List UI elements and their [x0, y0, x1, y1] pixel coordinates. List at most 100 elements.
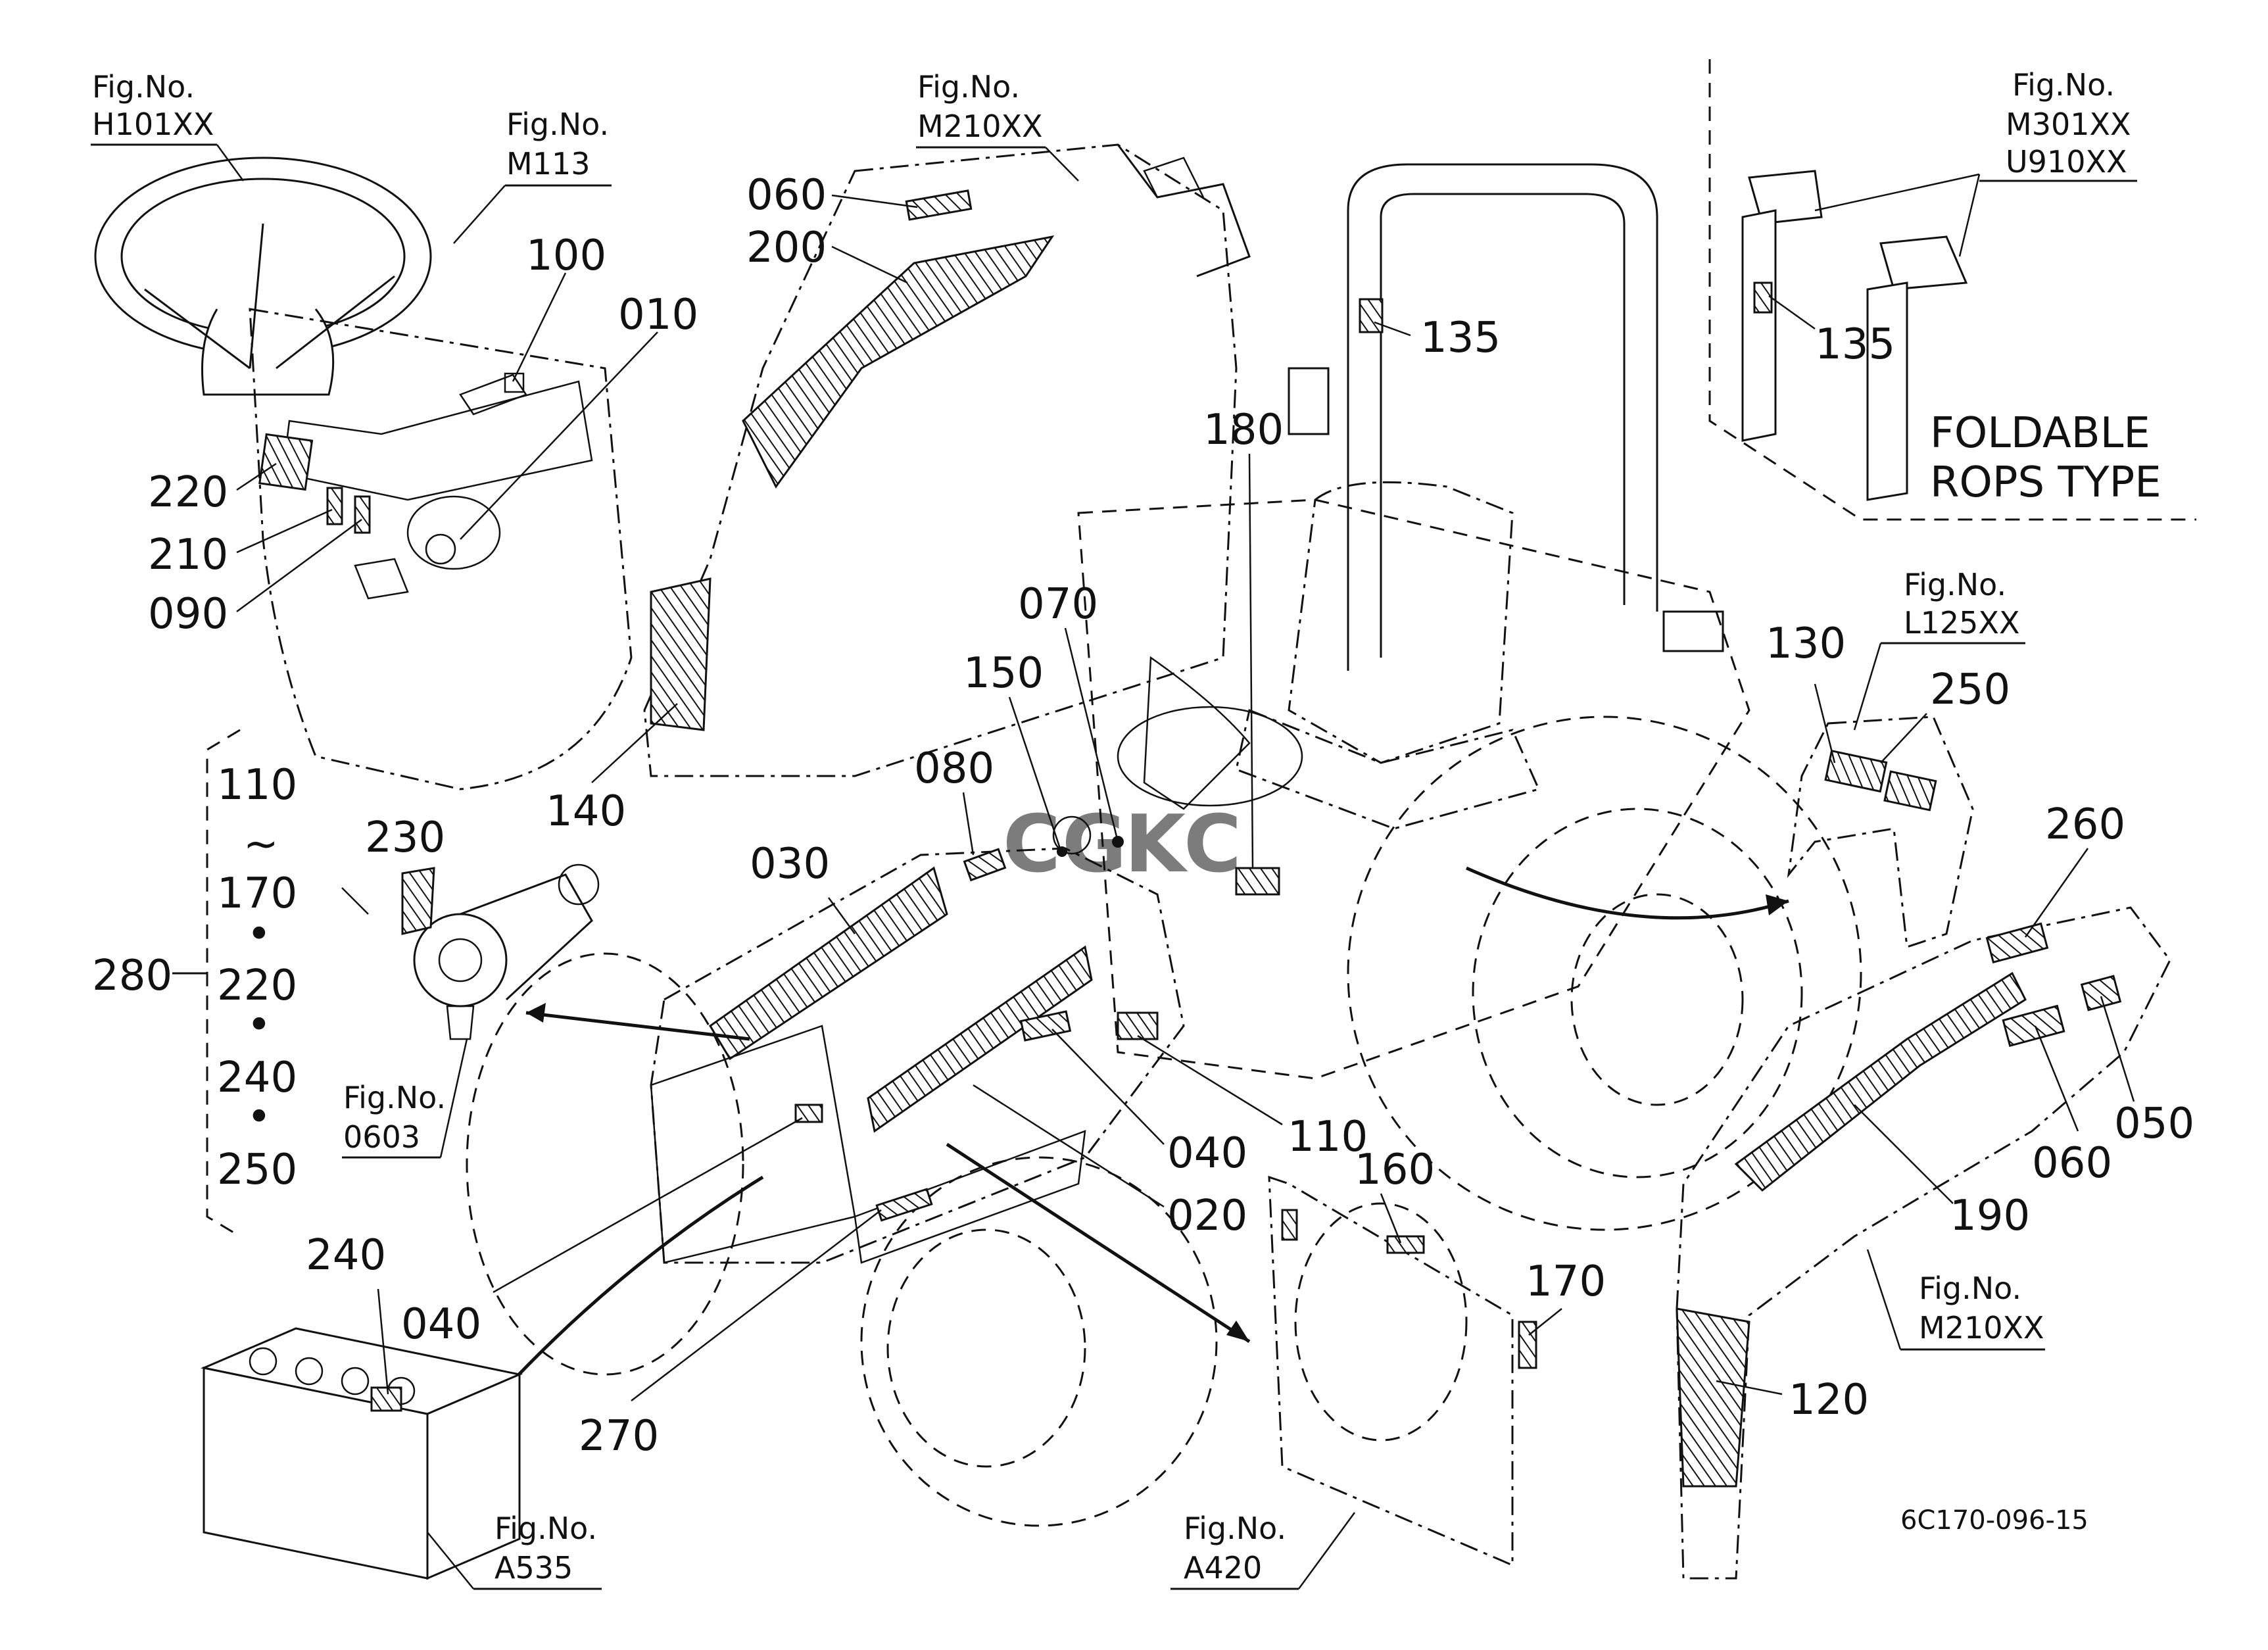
- callout-050: 050: [2114, 1100, 2194, 1148]
- rear-hub: [1570, 893, 1744, 1106]
- leader-010: [460, 331, 658, 540]
- group-item-8: 250: [217, 1146, 297, 1194]
- battery-cap-1: [249, 1347, 277, 1376]
- group-item-6: 240: [217, 1054, 297, 1102]
- filter-housing: [460, 873, 593, 1001]
- decal-120: [1676, 1307, 1750, 1488]
- arrowhead-a420: [1226, 1321, 1249, 1342]
- callout-090: 090: [148, 590, 228, 639]
- decal-110-mid: [1117, 1011, 1159, 1040]
- seat-cushion: [1235, 708, 1541, 830]
- callout-150: 150: [963, 649, 1044, 698]
- rops-leader-1: [1814, 173, 1980, 212]
- leader-250-right: [1880, 713, 1927, 764]
- rear-tire: [1347, 716, 1862, 1231]
- decal-160-a: [1281, 1209, 1298, 1241]
- callout-leaders: [236, 194, 2135, 1401]
- callout-060-right: 060: [2032, 1139, 2112, 1188]
- front-grille-left: [650, 1025, 856, 1264]
- rear-wheel: [1347, 716, 1862, 1231]
- watermark-c1: C: [1003, 799, 1061, 890]
- fender-l125: [1787, 716, 1974, 949]
- decal-135-rops: [1753, 281, 1773, 314]
- decal-030: [708, 866, 948, 1061]
- decal-020: [867, 945, 1093, 1133]
- callout-100: 100: [526, 231, 606, 280]
- fig-leader: [216, 144, 245, 182]
- filter-end: [558, 863, 600, 906]
- decal-135-main: [1359, 298, 1384, 333]
- leader-270: [631, 1209, 882, 1401]
- rops-note-line1: FOLDABLE: [1930, 409, 2150, 458]
- callout-170-right: 170: [1526, 1257, 1606, 1306]
- leader-260: [2024, 848, 2089, 938]
- fig-code-2: U910XX: [2006, 144, 2127, 180]
- watermark-g: G: [1062, 799, 1127, 890]
- fig-label: Fig.No.: [1904, 567, 2006, 602]
- fig-code: A420: [1184, 1550, 1262, 1586]
- front-tire-left: [466, 952, 744, 1376]
- leader-020: [973, 1084, 1165, 1208]
- fig-label: Fig.No.: [495, 1511, 597, 1546]
- dash-panel-outline: [249, 308, 633, 790]
- fig-ref-m210-top: Fig.No. M210XX: [916, 69, 1079, 182]
- group-280-list: 280 110 ~ 170 • 220 • 240 • 250: [92, 761, 297, 1194]
- arrowhead-l125: [1766, 894, 1789, 915]
- fender-m210-outline: [1676, 906, 2171, 1580]
- group-item-0: 110: [217, 761, 297, 810]
- key-switch: [425, 533, 456, 565]
- fig-leader: [453, 185, 506, 244]
- callout-160: 160: [1355, 1146, 1435, 1194]
- fig-ref-m301: Fig.No. M301XX U910XX: [1979, 67, 2137, 182]
- callout-270: 270: [579, 1412, 659, 1461]
- leader-140: [591, 703, 678, 783]
- rops-fold-post-2: [1866, 281, 1908, 501]
- rops-leader-2: [1958, 174, 1981, 257]
- leader-150: [1008, 696, 1061, 849]
- fig-ref-m210-bottom: Fig.No. M210XX: [1866, 1249, 2045, 1351]
- fig-ref-a420: Fig.No. A420: [1170, 1511, 1356, 1590]
- leader-060-right: [2034, 1025, 2079, 1132]
- leader-240-bat: [377, 1288, 389, 1395]
- callout-030: 030: [750, 840, 830, 888]
- leader-190: [1854, 1104, 1954, 1204]
- decal-170: [1518, 1321, 1537, 1369]
- group-item-7: •: [247, 1093, 272, 1142]
- seat-back: [1288, 481, 1514, 764]
- group-280-bracket: [172, 729, 241, 1238]
- fig-leader: [427, 1532, 474, 1589]
- switch-block: [354, 558, 409, 600]
- rops-fold-bracket-2: [1879, 235, 1968, 291]
- radiator-assembly: [1268, 1175, 1537, 1567]
- rops-frame: [1288, 163, 1724, 671]
- leader-030: [827, 897, 856, 934]
- leader-135-main: [1374, 321, 1411, 337]
- fig-ref-m113: Fig.No. M113: [453, 107, 612, 244]
- drawing-code: 6C170-096-15: [1900, 1505, 2088, 1536]
- fig-label: Fig.No.: [343, 1080, 446, 1115]
- fig-ref-l125: Fig.No. L125XX: [1853, 567, 2025, 731]
- leader-200: [831, 245, 908, 284]
- callout-230: 230: [365, 813, 445, 862]
- leader-090: [236, 518, 362, 613]
- decal-260: [1985, 922, 2049, 964]
- radiator-outline: [1268, 1175, 1514, 1567]
- leader-050: [2100, 996, 2135, 1102]
- decal-220: [258, 433, 314, 491]
- rops-light-right: [1662, 610, 1724, 652]
- callout-250-right: 250: [1930, 666, 2010, 714]
- rops-inner: [1380, 193, 1626, 658]
- front-hood-assembly: [650, 815, 1185, 1264]
- decal-190: [1734, 971, 2027, 1192]
- front-rim-right: [886, 1228, 1086, 1468]
- platform-outline: [1077, 498, 1750, 1080]
- callout-210: 210: [148, 531, 228, 579]
- battery-side: [426, 1372, 521, 1580]
- leader-040-mid: [1051, 1029, 1165, 1145]
- fig-label: Fig.No.: [1184, 1511, 1286, 1546]
- callout-020: 020: [1167, 1192, 1247, 1240]
- group-item-5: •: [247, 1001, 272, 1050]
- callout-260: 260: [2045, 800, 2125, 849]
- rops-light-left: [1288, 367, 1330, 435]
- leader-130: [1814, 683, 1836, 764]
